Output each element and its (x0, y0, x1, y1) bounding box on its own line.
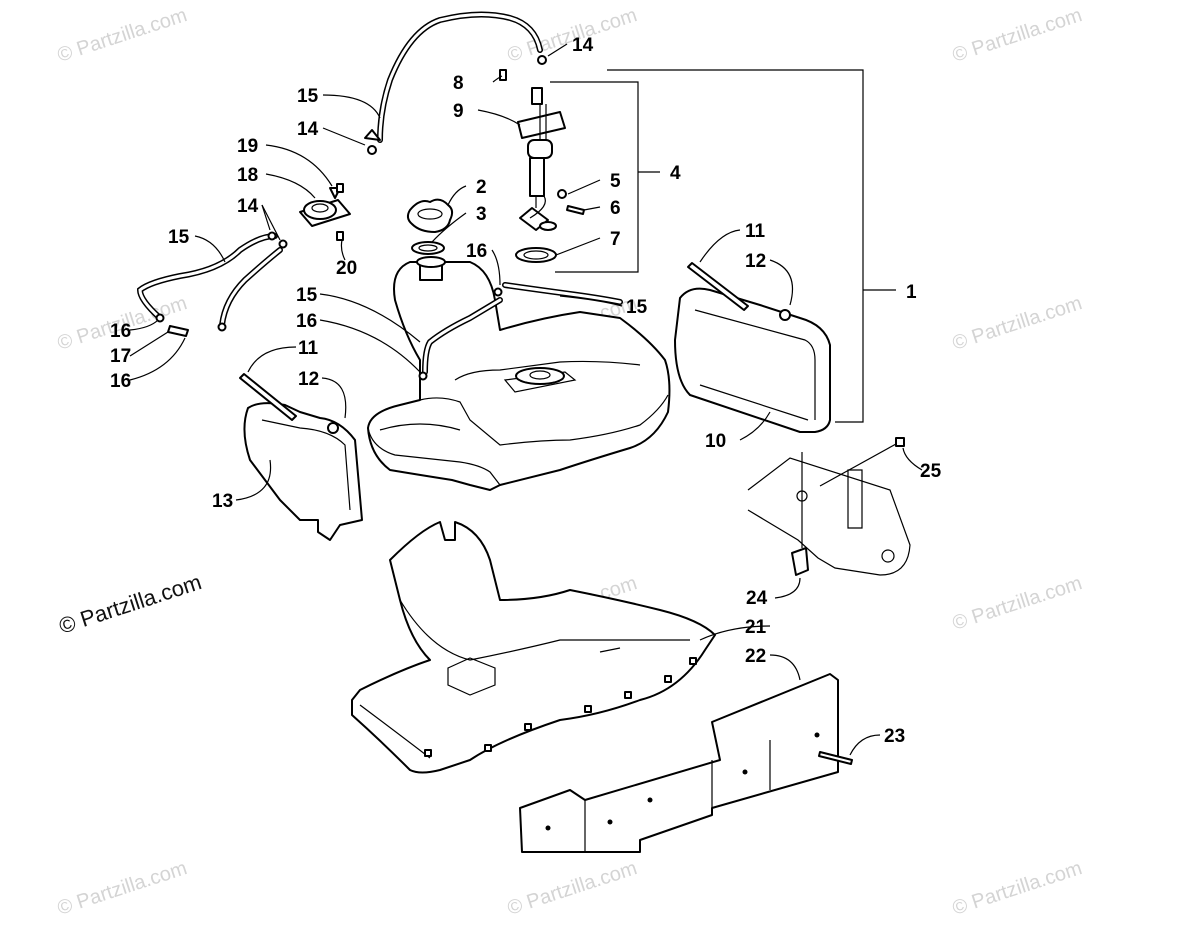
skid-plate (351, 521, 716, 774)
valve (299, 183, 351, 241)
callout-16-left-bottom: 16 (110, 371, 131, 392)
callout-12-right: 12 (745, 251, 766, 272)
callout-13: 13 (212, 491, 233, 512)
callout-21: 21 (745, 617, 767, 638)
pump-gasket (515, 247, 557, 263)
watermark: © Partzilla.com (505, 857, 640, 920)
callout-11-left: 11 (298, 338, 319, 359)
callout-11-right: 11 (745, 221, 766, 242)
callout-19: 19 (237, 136, 258, 157)
callout-4: 4 (670, 163, 681, 184)
callout-25: 25 (920, 461, 942, 482)
callout-14-mid: 14 (297, 119, 319, 140)
callout-23: 23 (884, 726, 905, 747)
callout-2: 2 (476, 177, 487, 198)
watermark-main: © Partzilla.com (56, 569, 205, 639)
group-brackets (550, 69, 896, 423)
watermark: © Partzilla.com (55, 4, 190, 67)
callout-18: 18 (237, 165, 258, 186)
callout-17: 17 (110, 346, 131, 367)
watermark: © Partzilla.com (950, 4, 1085, 67)
leader-lines (129, 43, 923, 765)
pump-gasket-inner (523, 250, 549, 260)
fuel-cap (406, 198, 454, 233)
callout-14-top: 14 (572, 35, 594, 56)
callout-6: 6 (610, 198, 621, 219)
frame-bracket (747, 437, 911, 576)
watermark: © Partzilla.com (55, 857, 190, 920)
callout-15-top: 15 (297, 86, 319, 107)
callout-16-left-top: 16 (110, 321, 131, 342)
callout-15-left: 15 (168, 227, 190, 248)
fuel-pump-assembly (499, 69, 566, 231)
callout-15-center: 15 (296, 285, 318, 306)
callout-12-left: 12 (298, 369, 319, 390)
lower-guard (519, 673, 839, 853)
callout-8: 8 (453, 73, 464, 94)
callout-5: 5 (610, 171, 621, 192)
callout-3: 3 (476, 204, 487, 225)
callout-16-tank: 16 (466, 241, 487, 262)
right-strap (674, 262, 831, 433)
cap-gasket-inner (418, 244, 438, 252)
watermark: © Partzilla.com (950, 857, 1085, 920)
hose-fittings (155, 55, 547, 381)
callout-15-right: 15 (626, 297, 648, 318)
watermark: © Partzilla.com (950, 572, 1085, 635)
callout-9: 9 (453, 101, 464, 122)
nut (557, 189, 567, 199)
callout-16-center: 16 (296, 311, 317, 332)
callout-24: 24 (746, 588, 768, 609)
callout-14-left: 14 (237, 196, 259, 217)
callout-20: 20 (336, 258, 357, 279)
cap-gasket (411, 241, 445, 255)
callout-1: 1 (906, 282, 917, 303)
callout-10: 10 (705, 431, 726, 452)
watermark: © Partzilla.com (950, 292, 1085, 355)
hoses (136, 11, 623, 375)
callout-7: 7 (610, 229, 621, 250)
callout-22: 22 (745, 646, 766, 667)
screw (566, 205, 585, 215)
callout-labels: 1 2 3 4 5 6 7 8 9 10 11 11 12 12 13 14 1… (110, 35, 942, 747)
fuel-tank (367, 256, 671, 491)
left-strap (239, 373, 363, 541)
